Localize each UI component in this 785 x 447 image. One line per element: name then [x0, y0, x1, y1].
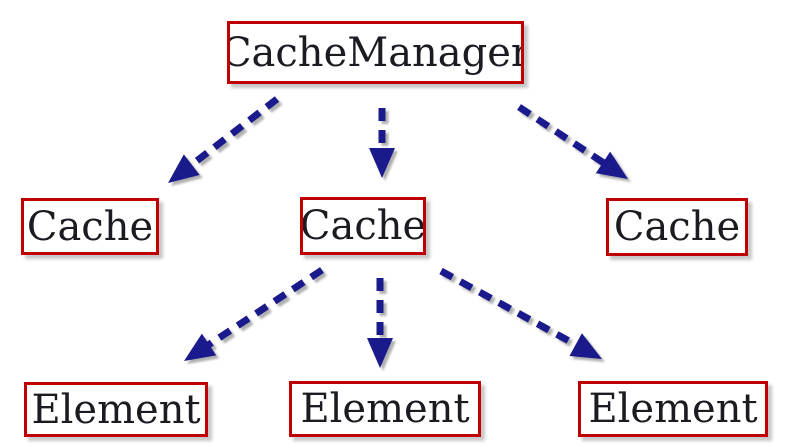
node-cache-right-label: Cache	[613, 204, 741, 250]
node-element-middle: Element	[289, 381, 481, 437]
node-element-left: Element	[24, 382, 208, 437]
node-element-left-label: Element	[31, 386, 201, 433]
arrow-cache-middle-to-element-middle	[367, 278, 393, 368]
arrow-cache-manager-to-cache-left	[168, 96, 280, 183]
arrow-cache-middle-to-element-right	[439, 267, 602, 359]
node-cache-middle-label: Cache	[300, 203, 426, 249]
arrow-cache-manager-to-cache-middle	[369, 108, 395, 178]
node-cache-left: Cache	[21, 198, 159, 255]
arrow-cache-middle-to-element-left	[184, 267, 324, 361]
node-cache-manager: CacheManager	[227, 21, 524, 84]
node-cache-middle: Cache	[300, 197, 426, 255]
node-element-right: Element	[578, 381, 768, 437]
arrow-cache-manager-to-cache-right	[517, 104, 628, 179]
node-cache-right: Cache	[606, 198, 748, 256]
node-cache-left-label: Cache	[26, 203, 154, 250]
node-cache-manager-label: CacheManager	[227, 29, 524, 76]
node-element-middle-label: Element	[300, 386, 470, 432]
node-element-right-label: Element	[588, 386, 758, 432]
